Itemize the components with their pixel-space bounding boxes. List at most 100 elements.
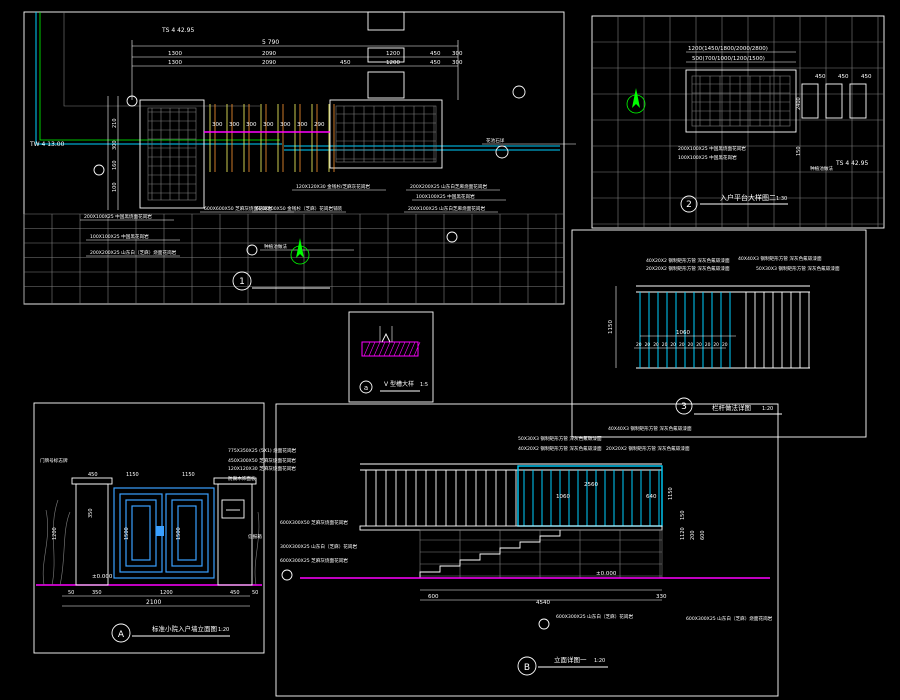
plan-dim-row2: 450	[430, 60, 441, 66]
d2-title: 入户平台大样图二	[720, 193, 776, 202]
d3-small-dim: 20	[696, 342, 702, 348]
a-elevation: ±0.000	[92, 574, 113, 580]
b-dim-top: 1060	[556, 494, 570, 500]
b-label: 40X40X3 钢制矩形方管 深灰色氟碳漆面	[608, 425, 692, 432]
plan-label: 种植池做法	[264, 243, 287, 250]
plan-vert-dim: 160	[112, 160, 118, 170]
d3-small-dim: 20	[722, 342, 728, 348]
plan-dim-row2: 1200	[386, 60, 400, 66]
d2-label: 200X100X25 中国黑烧面花岗岩	[678, 145, 746, 152]
b-vert-dim: 200	[690, 530, 696, 540]
d2-side-dim: 450	[838, 74, 849, 80]
a-dim-bottom: 50	[252, 590, 258, 596]
b-number: B	[524, 663, 530, 673]
plant-left-icon	[42, 499, 71, 586]
plan-label: 200X200X25 山东白芝麻烧面花岗岩	[410, 183, 487, 190]
plan-dim-row1: 450	[430, 51, 441, 57]
a-vert-dim: 1500	[176, 527, 182, 540]
d2-label: 100X100X25 中国黑花岗岩	[678, 154, 737, 161]
plan-vert-dim: 210	[112, 118, 118, 128]
d2-label: 种植池做法	[810, 165, 833, 172]
plan-bar-dim: 290	[314, 122, 325, 128]
d2-scale: 1:30	[776, 196, 787, 202]
d2-vert-dim: 150	[796, 146, 802, 156]
left-planter	[139, 99, 205, 209]
b-vert-dim: 600	[700, 530, 706, 540]
d3-title: 栏杆做法详图	[712, 403, 751, 412]
plan-label: 600X600X50 芝麻灰烧面花岗岩	[204, 205, 272, 212]
d3-small-dim: 20	[688, 342, 694, 348]
d2-dims-top: 1200(1450/1800/2000/2800)	[688, 46, 768, 52]
elevation-B-wall: 40X40X3 钢制矩形方管 深灰色氟碳漆面 50X30X3 钢制矩形方管 深灰色…	[275, 403, 779, 697]
plan-dim-row2: 450	[340, 60, 351, 66]
a-title: 标准小院入户墙立面图	[152, 624, 217, 633]
v-scale: 1:5	[420, 382, 428, 388]
b-label: 600X300X50 芝麻灰烧面花岗岩	[280, 519, 348, 526]
plan-bar-dim: 300	[297, 122, 308, 128]
a-dim-top: 1150	[126, 472, 139, 478]
v-title: V 型槽大样	[384, 380, 414, 388]
a-dim-bottom: 50	[68, 590, 74, 596]
detail-3-railing: 40X40X3 钢制矩形方管 深灰色氟碳漆面 20X20X2 钢制矩形方管 深灰色…	[571, 229, 867, 438]
a-scale: 1:20	[218, 627, 229, 633]
plan-left-elevation: TW 4 13.00	[29, 141, 65, 148]
b-vert-dim: 150	[680, 510, 686, 520]
gate-panel	[113, 487, 215, 579]
b-title: 立面详图一	[554, 655, 587, 664]
d3-span-dim: 1060	[676, 330, 690, 336]
a-label: 门牌号标志牌	[40, 457, 68, 464]
plan-label: 200X200X25 山东白（芝麻）烧面花岗岩	[90, 249, 177, 256]
a-label: 信报箱	[248, 533, 262, 540]
a-label: 防腐木饰面板	[228, 475, 256, 482]
a-dim-bottom: 350	[92, 590, 102, 596]
d2-side-dim: 450	[815, 74, 826, 80]
a-dim-top: 450	[88, 472, 98, 478]
plan-bar-dim: 300	[229, 122, 240, 128]
a-vert-dim: 1500	[124, 527, 130, 540]
plan-label: 600X300X50 金钱杉（芝麻）花岗岩铺装	[256, 205, 343, 212]
b-vert-dim: 1150	[668, 487, 674, 500]
b-elevation: ±0.000	[596, 571, 617, 577]
plan-label: 200X100X25 山东白芝麻烧面花岗岩	[408, 205, 485, 212]
b-label: 600X300X25 山东白（芝麻）烧面花岗岩	[686, 615, 773, 622]
d2-planter	[685, 69, 797, 133]
d2-dims-mid: 500(700/1000/1200/1500)	[692, 56, 765, 62]
plan-label: 200X100X25 中国黑烧面花岗岩	[84, 213, 152, 220]
d3-small-dim: 20	[705, 342, 711, 348]
north-arrow-icon	[626, 88, 646, 114]
detail-2-platform: 1200(1450/1800/2000/2800) 500(700/1000/1…	[591, 15, 885, 229]
d3-small-dim: 20	[645, 342, 651, 348]
a-vert-dim: 1200	[52, 527, 58, 540]
b-scale: 1:20	[594, 658, 605, 664]
plan-label: 120X120X30 金钱杉/芝麻灰花岗岩	[296, 183, 370, 190]
d3-height-dim: 1150	[608, 320, 614, 334]
plan-bar-dim: 300	[212, 122, 223, 128]
plan-label: 100X100X25 中国黑花岗岩	[90, 233, 149, 240]
right-planter	[329, 99, 443, 169]
d3-label: 20X20X2 钢制矩形方管 深灰色氟碳漆面	[646, 265, 730, 272]
detail-v-groove: a V 型槽大样 1:5	[348, 311, 434, 403]
plan-number-bubble	[232, 271, 252, 291]
plan-dim-row1: 2090	[262, 51, 276, 57]
a-dim-bottom: 450	[230, 590, 240, 596]
d2-vert-dim: 2400	[796, 97, 802, 110]
d3-small-dim: 20	[679, 342, 685, 348]
a-number: A	[118, 630, 125, 640]
b-label: 20X20X2 钢制矩形方管 深灰色氟碳漆面	[606, 445, 690, 452]
d3-small-dim: 20	[713, 342, 719, 348]
plan-bar-dim: 300	[263, 122, 274, 128]
plan-dim-row2: 300	[452, 60, 463, 66]
a-label: 120X120X30 芝麻灰烧面花岗岩	[228, 465, 296, 472]
b-label: 600X300X25 芝麻灰烧面花岗岩	[280, 557, 348, 564]
mailbox-icon	[221, 499, 245, 519]
b-dim-top: 640	[646, 494, 657, 500]
b-vert-dim: 1120	[680, 527, 686, 540]
d3-label: 50X30X3 钢制矩形方管 深灰色氟碳漆面	[756, 265, 840, 272]
b-dim-top: 2560	[584, 482, 598, 488]
b-label: 50X30X3 钢制矩形方管 深灰色氟碳漆面	[518, 435, 602, 442]
plan-dim-row1: 1300	[168, 51, 182, 57]
plan-number: 1	[239, 277, 245, 287]
